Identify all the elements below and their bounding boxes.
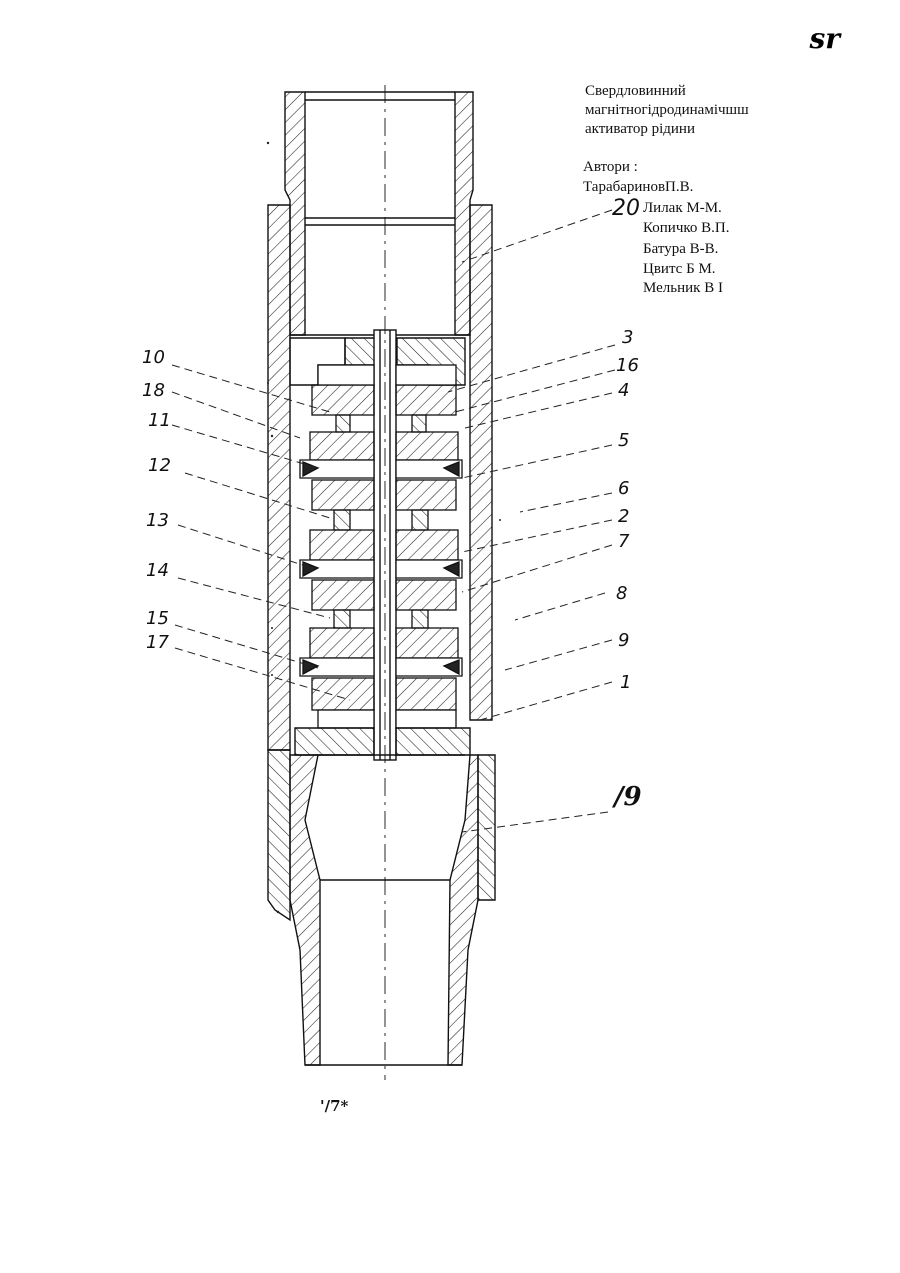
callout-8: 8 [616,583,627,604]
callout-20: 20 [612,196,640,221]
callout-15: 15 [146,608,169,629]
callout-1: 1 [620,672,631,693]
callout-5: 5 [618,430,629,451]
callout-3: 3 [622,327,633,348]
callout-13: 13 [146,510,169,531]
lower-housing-left [268,750,290,920]
lower-sub-right-wall [448,755,478,1065]
lower-housing-right [478,755,495,900]
callout-7: 7 [618,531,629,552]
housing-right-wall [470,205,492,720]
callout-17: 17 [146,632,169,653]
callout-19: /9 [614,782,642,812]
callout-16: 16 [616,355,639,376]
callout-11: 11 [148,410,171,431]
bottom-bushing [295,728,374,755]
sheet-label: '/7* [320,1097,348,1115]
callout-4: 4 [618,380,629,401]
callout-2: 2 [618,506,629,527]
callout-14: 14 [146,560,169,581]
bottom-bushing [396,728,470,755]
callout-9: 9 [618,630,629,651]
lower-sub-left-wall [290,755,320,1065]
callout-12: 12 [148,455,171,476]
housing-left-wall [268,205,290,750]
callout-6: 6 [618,478,629,499]
callout-18: 18 [142,380,165,401]
callout-10: 10 [142,347,165,368]
